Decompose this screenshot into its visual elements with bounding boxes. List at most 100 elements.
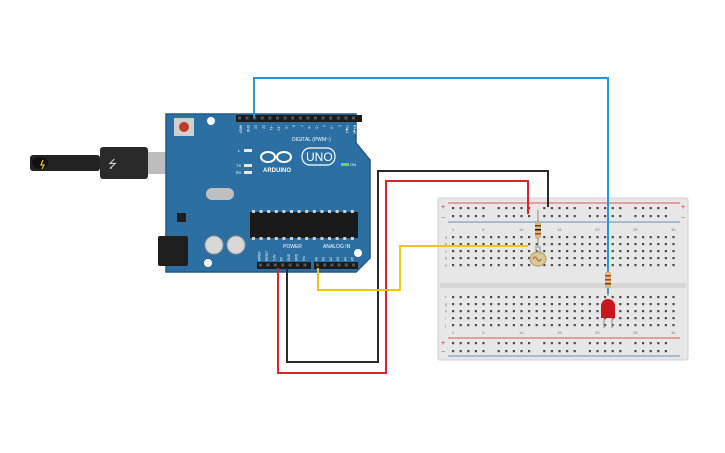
bb-hole[interactable]: [535, 324, 538, 327]
bb-hole[interactable]: [505, 264, 508, 267]
header-pin[interactable]: [283, 116, 287, 120]
bb-hole[interactable]: [596, 243, 599, 246]
bb-rail-hole[interactable]: [452, 215, 455, 218]
bb-hole[interactable]: [649, 264, 652, 267]
bb-rail-hole[interactable]: [467, 215, 470, 218]
bb-hole[interactable]: [543, 317, 546, 320]
bb-hole[interactable]: [474, 310, 477, 313]
bb-hole[interactable]: [467, 243, 470, 246]
bb-hole[interactable]: [566, 317, 569, 320]
bb-hole[interactable]: [452, 250, 455, 253]
header-pin[interactable]: [276, 116, 279, 120]
bb-rail-hole[interactable]: [664, 342, 667, 345]
bb-hole[interactable]: [505, 310, 508, 313]
bb-hole[interactable]: [588, 243, 591, 246]
bb-hole[interactable]: [490, 317, 493, 320]
bb-hole[interactable]: [505, 303, 508, 306]
bb-hole[interactable]: [664, 317, 667, 320]
bb-hole[interactable]: [482, 317, 485, 320]
bb-hole[interactable]: [581, 324, 584, 327]
bb-hole[interactable]: [619, 303, 622, 306]
bb-hole[interactable]: [474, 250, 477, 253]
bb-hole[interactable]: [581, 264, 584, 267]
bb-hole[interactable]: [664, 324, 667, 327]
header-pin[interactable]: [321, 116, 325, 120]
bb-hole[interactable]: [528, 257, 531, 260]
bb-hole[interactable]: [543, 250, 546, 253]
header-pin[interactable]: [238, 116, 241, 120]
bb-hole[interactable]: [642, 324, 645, 327]
bb-hole[interactable]: [535, 310, 538, 313]
bb-hole[interactable]: [657, 257, 660, 260]
bb-hole[interactable]: [588, 310, 591, 313]
bb-hole[interactable]: [520, 243, 523, 246]
bb-hole[interactable]: [543, 324, 546, 327]
bb-hole[interactable]: [505, 250, 508, 253]
bb-hole[interactable]: [642, 303, 645, 306]
bb-hole[interactable]: [634, 324, 637, 327]
resistor[interactable]: [535, 210, 541, 248]
bb-hole[interactable]: [634, 264, 637, 267]
bb-rail-hole[interactable]: [611, 215, 614, 218]
bb-hole[interactable]: [649, 324, 652, 327]
bb-hole[interactable]: [619, 296, 622, 299]
bb-hole[interactable]: [642, 257, 645, 260]
bb-hole[interactable]: [482, 236, 485, 239]
bb-rail-hole[interactable]: [566, 350, 569, 353]
header-pin[interactable]: [352, 263, 355, 267]
bb-hole[interactable]: [558, 317, 561, 320]
bb-hole[interactable]: [490, 296, 493, 299]
bb-hole[interactable]: [528, 317, 531, 320]
bb-hole[interactable]: [596, 303, 599, 306]
bb-rail-hole[interactable]: [482, 342, 485, 345]
bb-hole[interactable]: [543, 296, 546, 299]
bb-rail-hole[interactable]: [566, 215, 569, 218]
bb-hole[interactable]: [626, 317, 629, 320]
bb-hole[interactable]: [672, 243, 675, 246]
bb-hole[interactable]: [520, 324, 523, 327]
bb-rail-hole[interactable]: [497, 350, 500, 353]
bb-hole[interactable]: [528, 310, 531, 313]
bb-hole[interactable]: [474, 324, 477, 327]
bb-rail-hole[interactable]: [512, 342, 515, 345]
bb-hole[interactable]: [604, 317, 607, 320]
bb-hole[interactable]: [497, 324, 500, 327]
bb-hole[interactable]: [459, 303, 462, 306]
photoresistor[interactable]: [529, 246, 547, 267]
bb-hole[interactable]: [452, 264, 455, 267]
bb-hole[interactable]: [581, 257, 584, 260]
bb-hole[interactable]: [474, 243, 477, 246]
bb-hole[interactable]: [581, 317, 584, 320]
bb-hole[interactable]: [512, 257, 515, 260]
bb-hole[interactable]: [649, 243, 652, 246]
bb-rail-hole[interactable]: [642, 350, 645, 353]
bb-rail-hole[interactable]: [573, 350, 576, 353]
bb-hole[interactable]: [588, 236, 591, 239]
bb-hole[interactable]: [459, 310, 462, 313]
bb-hole[interactable]: [596, 236, 599, 239]
bb-hole[interactable]: [497, 236, 500, 239]
bb-hole[interactable]: [452, 243, 455, 246]
bb-hole[interactable]: [550, 310, 553, 313]
bb-hole[interactable]: [467, 324, 470, 327]
bb-rail-hole[interactable]: [664, 207, 667, 210]
bb-rail-hole[interactable]: [657, 207, 660, 210]
breadboard[interactable]: + − + − + − 115510101515202025253030abcd…: [437, 197, 689, 361]
bb-hole[interactable]: [459, 264, 462, 267]
bb-hole[interactable]: [558, 257, 561, 260]
bb-hole[interactable]: [672, 257, 675, 260]
bb-hole[interactable]: [611, 296, 614, 299]
bb-hole[interactable]: [672, 303, 675, 306]
bb-hole[interactable]: [482, 296, 485, 299]
bb-hole[interactable]: [634, 317, 637, 320]
bb-rail-hole[interactable]: [642, 215, 645, 218]
header-pin[interactable]: [268, 116, 272, 120]
header-pin[interactable]: [323, 263, 327, 267]
bb-hole[interactable]: [452, 257, 455, 260]
bb-rail-hole[interactable]: [512, 207, 515, 210]
bb-hole[interactable]: [566, 296, 569, 299]
bb-hole[interactable]: [558, 250, 561, 253]
bb-hole[interactable]: [512, 303, 515, 306]
